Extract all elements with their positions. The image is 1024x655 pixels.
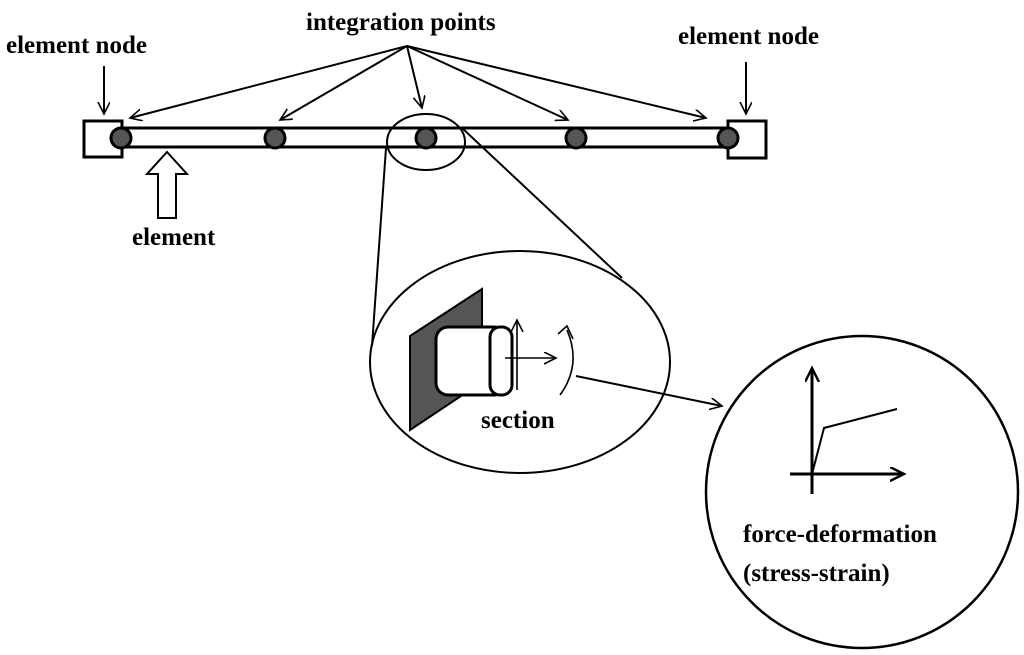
element-hollow-arrow: [144, 150, 190, 219]
force-deformation-circle: [704, 334, 1020, 650]
zoom-ellipse-small: [386, 113, 466, 171]
ip-arrow-2: [280, 45, 408, 120]
integration-points-label: integration points: [306, 9, 496, 36]
stress-strain-plot: [790, 368, 904, 494]
section-graphic: [409, 287, 574, 432]
section-block-face: [488, 325, 514, 397]
section-moment-arrowhead: [557, 324, 574, 340]
section-ellipse: [369, 250, 671, 474]
integration-point-1: [109, 126, 133, 150]
section-label: section: [481, 407, 555, 434]
force-deformation-label: force-deformation: [743, 521, 937, 548]
element-node-left-label: element node: [6, 32, 147, 59]
ip-arrow-4: [406, 45, 568, 120]
integration-point-5: [716, 126, 740, 150]
ip-arrow-1: [130, 45, 408, 118]
section-to-material-arrow: [575, 375, 722, 406]
integration-point-arrows: [130, 45, 706, 120]
zoom-connector-left: [371, 147, 387, 347]
stress-strain-label: (stress-strain): [743, 560, 890, 587]
section-moment-arc: [559, 329, 574, 396]
integration-point-2: [263, 126, 287, 150]
ip-arrow-5: [406, 45, 706, 118]
integration-points: [109, 126, 740, 150]
integration-point-4: [564, 126, 588, 150]
zoom-connector-right: [461, 127, 623, 279]
ip-arrow-3: [406, 45, 422, 108]
integration-point-3: [414, 126, 438, 150]
bilinear-curve: [811, 408, 898, 475]
element-node-right-label: element node: [678, 23, 819, 50]
element-label: element: [132, 224, 216, 251]
